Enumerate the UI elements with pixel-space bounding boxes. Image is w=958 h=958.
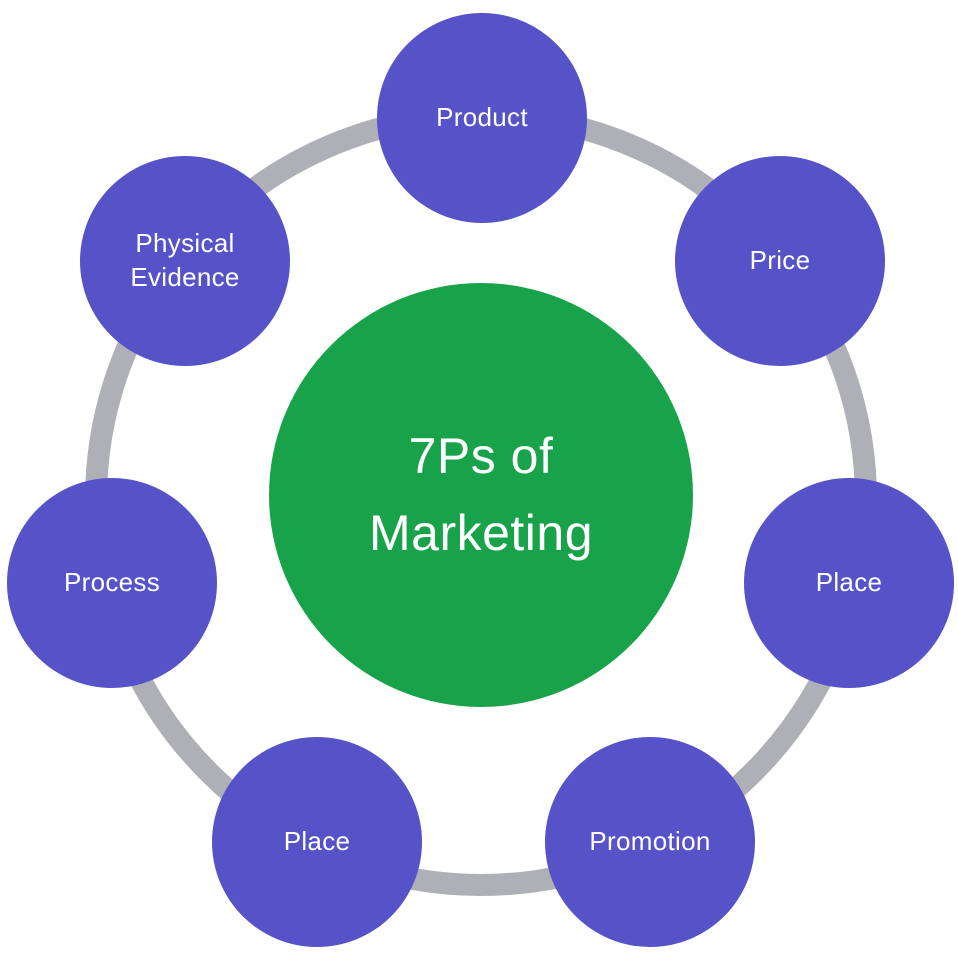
node-price-label: Price [749,245,811,276]
node-promotion: Promotion [545,737,755,947]
center-circle: 7Ps of Marketing [269,283,693,707]
node-price: Price [675,156,885,366]
node-physical-evidence: Physical Evidence [80,156,290,366]
node-process: Process [7,478,217,688]
node-place-right: Place [744,478,954,688]
node-place-right-label: Place [815,567,883,598]
node-place-bottom: Place [212,737,422,947]
node-physical-evidence-label: Physical Evidence [130,228,240,292]
node-process-label: Process [63,567,161,598]
center-label: 7Ps of Marketing [368,427,594,562]
node-product: Product [377,13,587,223]
node-product-label: Product [436,102,528,133]
node-promotion-label: Promotion [589,826,711,857]
node-place-bottom-label: Place [283,826,351,857]
